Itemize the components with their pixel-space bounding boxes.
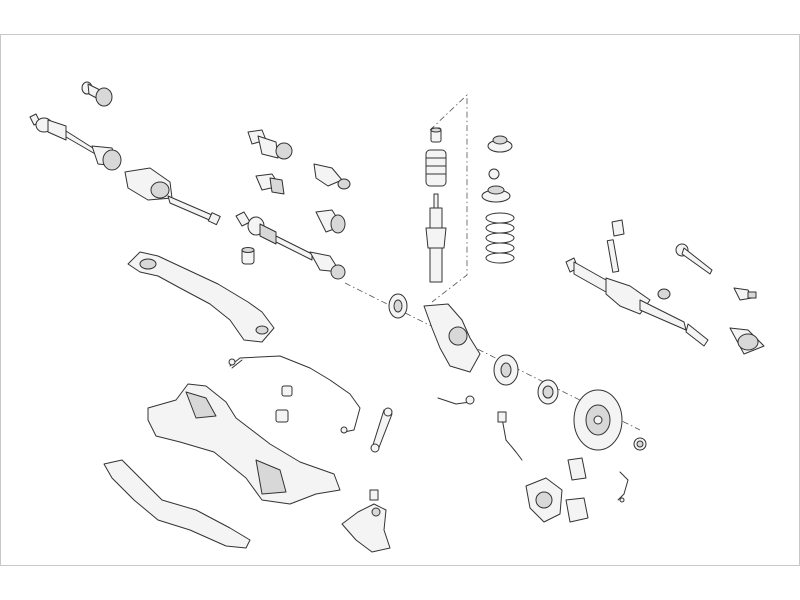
- bearing-hub: [537, 379, 559, 405]
- reinforcement-bar: [127, 251, 275, 343]
- abs-sensor: [497, 411, 523, 461]
- brake-disc: [573, 389, 623, 451]
- cv-boot-center-upper: [255, 173, 285, 195]
- dust-shield: [493, 354, 519, 386]
- lower-brace: [103, 459, 251, 549]
- wheel-nut: [633, 437, 647, 451]
- intermediate-shaft-bearing: [124, 167, 221, 226]
- stabilizer-bar: [228, 355, 361, 434]
- rack-clamp: [611, 219, 625, 237]
- drive-shaft-left: [29, 113, 122, 171]
- pad-retainer-clip: [617, 471, 629, 503]
- stabilizer-bushing: [275, 385, 293, 423]
- cv-joint-boot-kit-top: [81, 81, 113, 107]
- strut-dust-boot: [425, 149, 447, 187]
- small-bushing: [241, 247, 255, 265]
- tie-rod-small-end: [733, 287, 757, 301]
- steering-rack: [565, 239, 709, 347]
- top-mount: [487, 135, 513, 153]
- spring-seat: [481, 168, 511, 203]
- strut-top-bump-stop: [430, 127, 442, 143]
- tie-rod-boot: [729, 327, 765, 355]
- subframe: [147, 383, 341, 505]
- drive-shaft-right: [235, 211, 346, 280]
- lower-control-arm: [341, 489, 391, 553]
- cv-boot-right-lower: [315, 209, 346, 234]
- cv-joint-kit-center: [247, 129, 293, 160]
- tie-rod-end: [675, 243, 713, 275]
- brake-hose: [437, 395, 475, 405]
- shock-absorber: [425, 193, 447, 283]
- wheel-hub-bearing: [388, 293, 408, 319]
- brake-caliper: [525, 477, 563, 523]
- steering-knuckle: [423, 303, 481, 373]
- coil-spring: [485, 212, 515, 264]
- brake-pads: [565, 457, 589, 523]
- cv-boot-right-upper: [313, 163, 351, 190]
- stabilizer-link: [370, 407, 393, 453]
